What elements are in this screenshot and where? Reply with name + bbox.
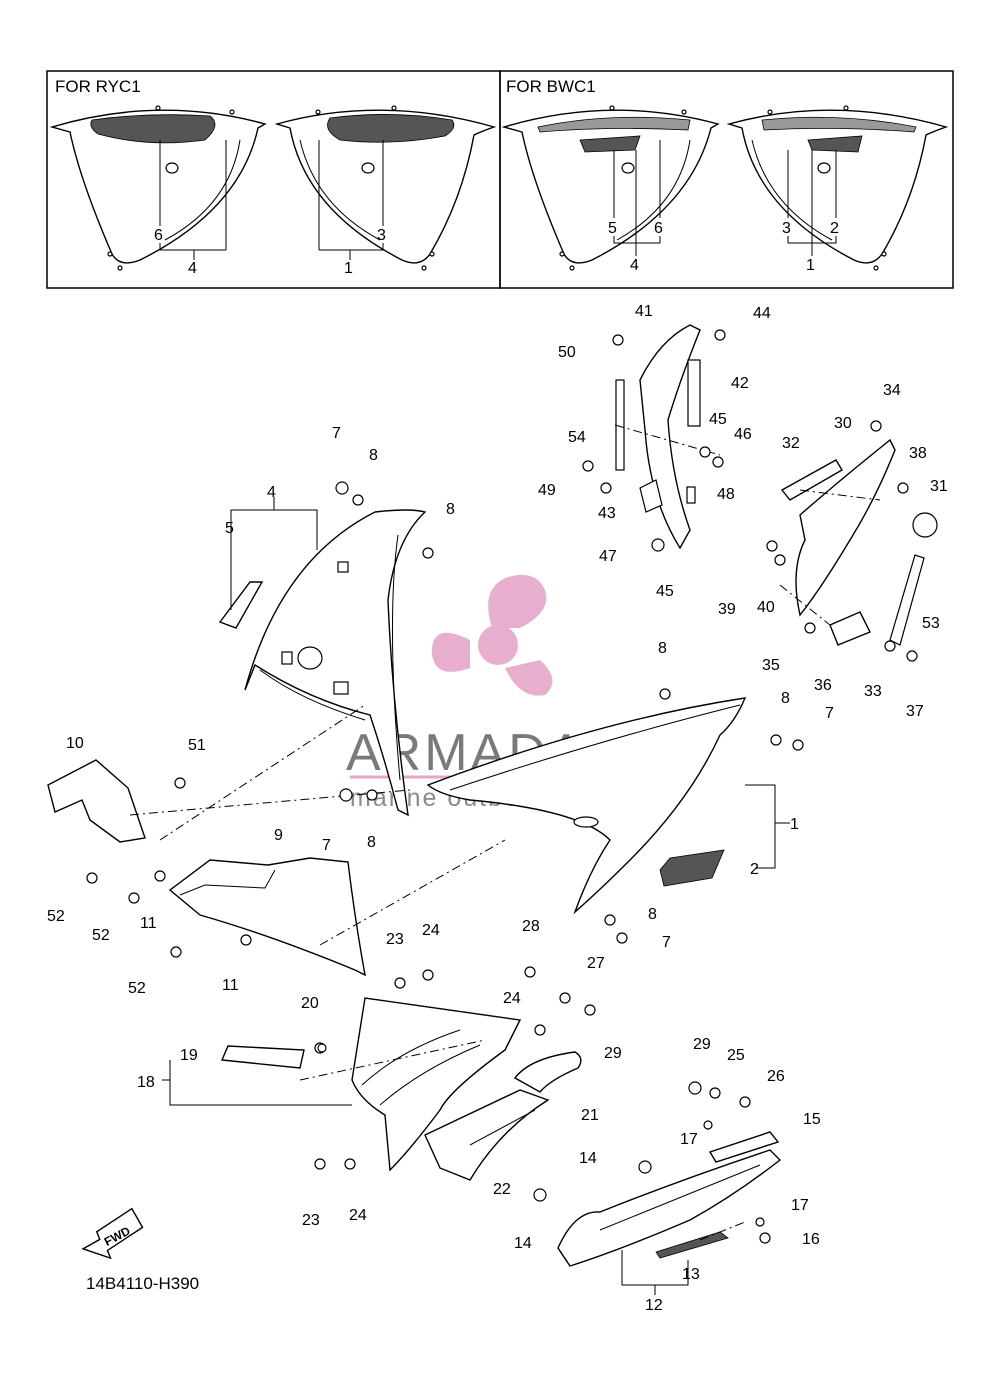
- callout-label: 5: [225, 520, 234, 537]
- callout-label: 18: [137, 1074, 155, 1091]
- callout-label: 9: [274, 827, 283, 844]
- callout-label: 24: [349, 1207, 367, 1224]
- callout-label: 47: [599, 548, 617, 565]
- callout-label: 22: [493, 1181, 511, 1198]
- leader-lines: [129, 424, 881, 1295]
- callout-label: 14: [514, 1235, 532, 1252]
- callout-label: 23: [302, 1212, 320, 1229]
- fasteners: [86, 329, 918, 1244]
- inset-panel-bwc1: FOR BWC1 5 6 3 2 4 1: [499, 70, 954, 289]
- callout-label: 16: [802, 1231, 820, 1248]
- callout-label: 8: [369, 447, 378, 464]
- callout-label: 41: [635, 303, 653, 320]
- inset-label: 1: [806, 257, 815, 274]
- callout-label: 30: [834, 415, 852, 432]
- callout-label: 28: [522, 918, 540, 935]
- callout-label: 2: [750, 861, 759, 878]
- callout-label: 52: [47, 908, 65, 925]
- callouts: 1 2 4 5 7 7 7 7 8 8 8 8 8 8 9 10 11 11 1…: [47, 303, 948, 1314]
- callout-label: 52: [92, 927, 110, 944]
- inset-label: 6: [154, 227, 163, 244]
- callout-label: 7: [825, 705, 834, 722]
- callout-label: 27: [587, 955, 605, 972]
- callout-label: 32: [782, 435, 800, 452]
- callout-label: 7: [332, 425, 341, 442]
- inset-label: 2: [830, 220, 839, 237]
- callout-label: 26: [767, 1068, 785, 1085]
- callout-label: 46: [734, 426, 752, 443]
- inset-label: 3: [377, 227, 386, 244]
- callout-label: 51: [188, 737, 206, 754]
- inset-panel-ryc1: FOR RYC1 6 3 4 1: [46, 70, 501, 289]
- callout-label: 8: [648, 906, 657, 923]
- inset-title-ryc1: FOR RYC1: [55, 77, 141, 96]
- callout-label: 40: [757, 599, 775, 616]
- callout-label: 31: [930, 478, 948, 495]
- callout-label: 44: [753, 305, 771, 322]
- propeller-logo-icon: [431, 574, 553, 696]
- callout-label: 34: [883, 382, 901, 399]
- callout-label: 23: [386, 931, 404, 948]
- fwd-arrow: FWD: [81, 1207, 144, 1260]
- callout-label: 20: [301, 995, 319, 1012]
- inset-label: 4: [630, 257, 639, 274]
- inset-label: 5: [608, 220, 617, 237]
- callout-label: 42: [731, 375, 749, 392]
- callout-label: 4: [267, 484, 276, 501]
- callout-label: 13: [682, 1266, 700, 1283]
- callout-label: 45: [656, 583, 674, 600]
- callout-label: 35: [762, 657, 780, 674]
- inset-title-bwc1: FOR BWC1: [506, 77, 596, 96]
- callout-label: 54: [568, 429, 586, 446]
- callout-label: 49: [538, 482, 556, 499]
- callout-label: 21: [581, 1107, 599, 1124]
- callout-label: 11: [222, 977, 239, 994]
- callout-label: 10: [66, 735, 84, 752]
- callout-label: 29: [693, 1036, 711, 1053]
- inset-label: 4: [188, 260, 197, 277]
- inset-label: 3: [782, 220, 791, 237]
- callout-label: 14: [579, 1150, 597, 1167]
- callout-label: 7: [662, 934, 671, 951]
- callout-label: 12: [645, 1297, 663, 1314]
- callout-label: 48: [717, 486, 735, 503]
- callout-label: 8: [367, 834, 376, 851]
- callout-label: 24: [422, 922, 440, 939]
- callout-label: 17: [791, 1197, 809, 1214]
- diagram-code: 14B4110-H390: [86, 1274, 199, 1293]
- callout-label: 45: [709, 411, 727, 428]
- callout-label: 15: [803, 1111, 821, 1128]
- callout-label: 29: [604, 1045, 622, 1062]
- callout-label: 39: [718, 601, 736, 618]
- callout-label: 25: [727, 1047, 745, 1064]
- callout-label: 19: [180, 1047, 198, 1064]
- callout-label: 53: [922, 615, 940, 632]
- callout-label: 7: [322, 837, 331, 854]
- callout-label: 50: [558, 344, 576, 361]
- callout-label: 11: [140, 915, 157, 932]
- main-parts-art: [47, 324, 938, 1267]
- callout-label: 43: [598, 505, 616, 522]
- callout-label: 1: [790, 816, 799, 833]
- inset-label: 6: [654, 220, 663, 237]
- callout-label: 17: [680, 1131, 698, 1148]
- callout-label: 38: [909, 445, 927, 462]
- callout-label: 8: [658, 640, 667, 657]
- callout-label: 8: [781, 690, 790, 707]
- callout-label: 24: [503, 990, 521, 1007]
- callout-label: 36: [814, 677, 832, 694]
- callout-label: 37: [906, 703, 924, 720]
- inset-label: 1: [344, 260, 353, 277]
- callout-label: 33: [864, 683, 882, 700]
- callout-label: 52: [128, 980, 146, 997]
- callout-label: 8: [446, 501, 455, 518]
